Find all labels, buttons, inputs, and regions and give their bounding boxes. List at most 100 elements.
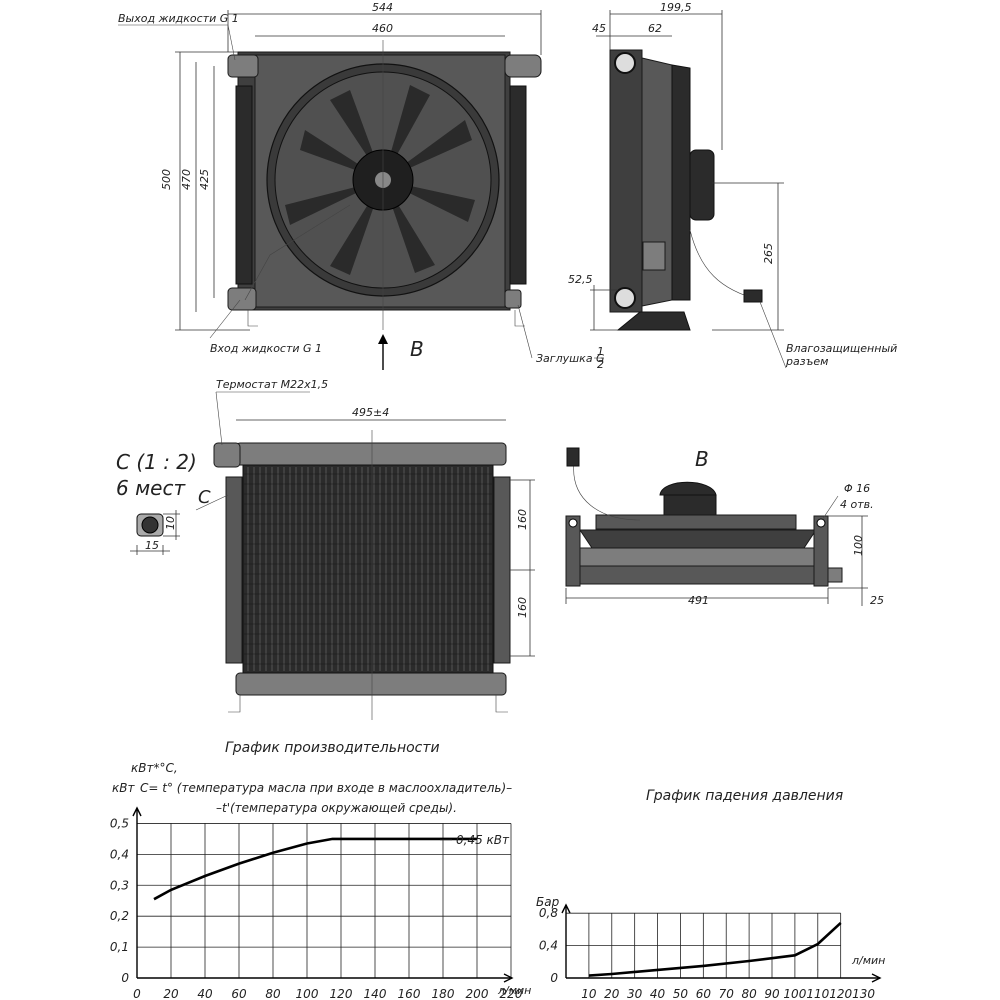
view-b-connector bbox=[566, 447, 580, 467]
x-tick-label: 200 bbox=[466, 987, 489, 1000]
side-foot bbox=[616, 311, 691, 331]
x-tick-label: 10 bbox=[581, 987, 597, 1000]
dim-10: 10 bbox=[164, 516, 177, 530]
front-view bbox=[227, 51, 542, 327]
x-tick-label: 70 bbox=[719, 987, 735, 1000]
inlet-label: Вход жидкости G 1 bbox=[210, 342, 322, 355]
y-tick-label: 0 bbox=[121, 971, 129, 985]
back-view: 495±4 Термостат M22x1,5 160 160 C bbox=[195, 378, 535, 720]
x-tick-label: 0 bbox=[133, 987, 141, 1000]
y-tick-label: 0,8 bbox=[539, 906, 558, 920]
x-tick-label: 30 bbox=[627, 987, 643, 1000]
side-terminal-box bbox=[642, 241, 666, 271]
outlet-label: Выход жидкости G 1 bbox=[118, 12, 239, 25]
perf-grid bbox=[132, 806, 514, 983]
performance-chart: График производительности кВт*°С, кВт С=… bbox=[110, 740, 531, 1000]
x-tick-label: 120 bbox=[829, 987, 852, 1000]
x-tick-label: 110 bbox=[806, 987, 829, 1000]
dim-199-5: 199,5 bbox=[660, 1, 692, 14]
x-tick-label: 80 bbox=[741, 987, 757, 1000]
front-callouts: Выход жидкости G 1 Вход жидкости G 1 Заг… bbox=[118, 12, 605, 371]
outlet-port bbox=[227, 54, 259, 78]
detail-callout: C bbox=[198, 487, 211, 508]
y-tick-label: 0,3 bbox=[110, 878, 129, 892]
press-ylabel: Бар bbox=[536, 895, 560, 909]
perf-xlabel: л/мин bbox=[497, 984, 531, 997]
view-b-fan-ring bbox=[595, 514, 797, 530]
side-dimensions: 199,5 45 62 52,5 265 Влагозащищенный раз… bbox=[568, 1, 897, 369]
dim-15: 15 bbox=[145, 539, 159, 552]
back-fins bbox=[244, 467, 492, 671]
x-tick-label: 90 bbox=[764, 987, 780, 1000]
perf-chart-title: График производительности bbox=[225, 740, 440, 756]
dim-160-b: 160 bbox=[516, 597, 529, 618]
press-chart-title: График падения давления bbox=[646, 788, 843, 804]
front-right-bracket bbox=[509, 85, 527, 285]
view-b-port bbox=[827, 567, 843, 583]
dim-491: 491 bbox=[688, 594, 709, 607]
plug-label: Заглушка G bbox=[536, 352, 605, 365]
view-b-motor-body bbox=[663, 494, 717, 518]
y-tick-label: 0,1 bbox=[110, 940, 129, 954]
dim-425: 425 bbox=[198, 169, 211, 190]
plug-port bbox=[504, 289, 522, 309]
perf-note-1: С= t° (температура масла при входе в мас… bbox=[140, 781, 512, 795]
series-line bbox=[588, 921, 842, 977]
view-b-title: B bbox=[695, 447, 709, 471]
x-tick-label: 60 bbox=[696, 987, 712, 1000]
press-grid bbox=[561, 903, 882, 983]
x-tick-label: 100 bbox=[783, 987, 806, 1000]
series-line bbox=[153, 837, 477, 901]
x-tick-label: 220 bbox=[500, 987, 523, 1000]
plug-frac-num: 1 bbox=[597, 345, 604, 358]
front-left-bracket bbox=[235, 85, 253, 285]
connector-label-1: Влагозащищенный bbox=[786, 342, 897, 355]
y-tick-label: 0,2 bbox=[110, 909, 129, 923]
x-tick-label: 50 bbox=[673, 987, 689, 1000]
back-top-tank bbox=[235, 442, 507, 466]
side-inlet-fitting bbox=[614, 287, 636, 309]
front-dimensions: 544 460 500 470 425 B bbox=[160, 1, 542, 370]
connector-label-2: разъем bbox=[785, 355, 828, 368]
inlet-port bbox=[227, 287, 257, 311]
side-view bbox=[609, 49, 763, 331]
back-left-bracket bbox=[225, 476, 243, 664]
x-axis-arrow bbox=[871, 973, 882, 983]
view-b-core bbox=[577, 547, 817, 567]
x-tick-label: 160 bbox=[398, 987, 421, 1000]
x-tick-label: 120 bbox=[330, 987, 353, 1000]
side-fan-ring bbox=[671, 64, 691, 301]
y-tick-label: 0,5 bbox=[110, 816, 129, 830]
side-core bbox=[609, 49, 643, 313]
dim-25: 25 bbox=[870, 594, 884, 607]
perf-ylabel-line1: кВт*°С, bbox=[131, 761, 178, 775]
dim-265: 265 bbox=[762, 243, 775, 264]
x-tick-label: 20 bbox=[604, 987, 620, 1000]
press-series bbox=[588, 921, 842, 977]
thermostat-port bbox=[213, 442, 241, 468]
view-b-right-bracket bbox=[813, 515, 829, 587]
x-tick-label: 180 bbox=[432, 987, 455, 1000]
perf-annotation: 0,45 кВт bbox=[456, 833, 510, 847]
dim-544: 544 bbox=[372, 1, 393, 14]
x-tick-label: 40 bbox=[197, 987, 213, 1000]
holes-count-label: 4 отв. bbox=[840, 498, 874, 511]
press-xlabel: л/мин bbox=[851, 954, 885, 967]
back-right-bracket bbox=[493, 476, 511, 664]
view-b-shroud bbox=[579, 529, 817, 549]
view-b: B 491 100 25 Φ 16 4 отв. bbox=[565, 447, 884, 607]
y-tick-label: 0,4 bbox=[539, 939, 558, 953]
x-tick-label: 130 bbox=[852, 987, 875, 1000]
dim-62: 62 bbox=[648, 22, 662, 35]
detail-title: C (1 : 2) bbox=[116, 450, 197, 474]
dim-495: 495±4 bbox=[352, 406, 389, 419]
dim-45: 45 bbox=[592, 22, 606, 35]
y-axis-arrow bbox=[561, 903, 571, 914]
detail-c: C (1 : 2) 6 мест 10 15 bbox=[116, 450, 197, 555]
top-right-port bbox=[504, 54, 542, 78]
dim-160-a: 160 bbox=[516, 509, 529, 530]
y-tick-label: 0 bbox=[550, 971, 558, 985]
